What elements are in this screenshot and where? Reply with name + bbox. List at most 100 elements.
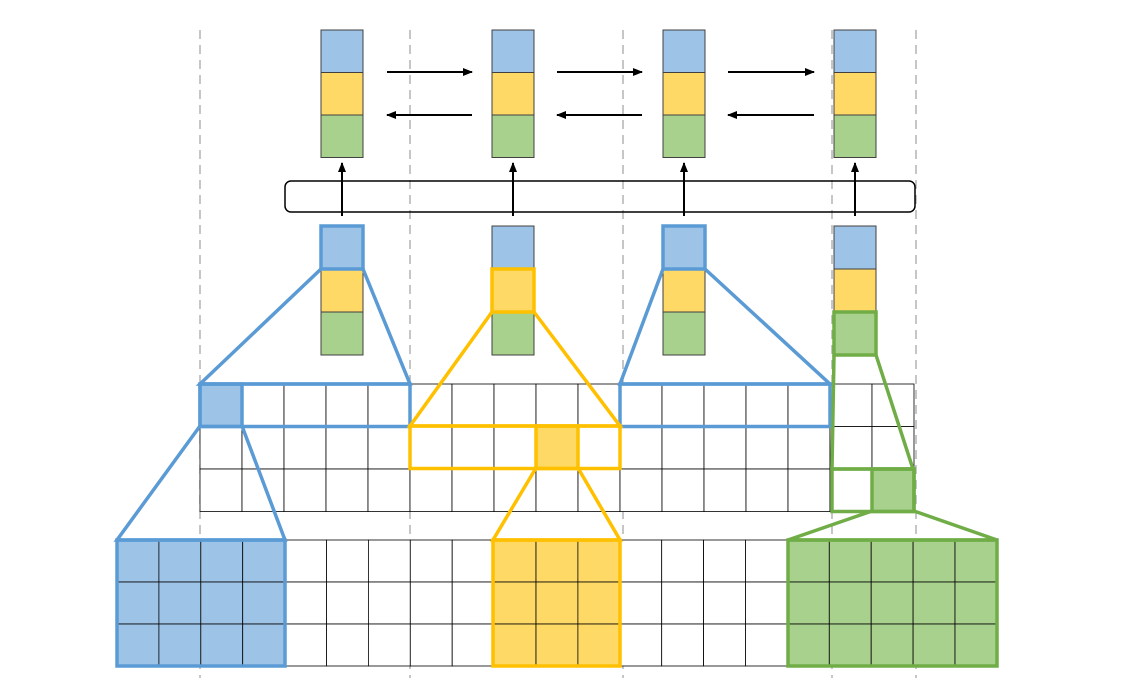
bottom-grid-cell-green xyxy=(954,623,998,667)
bottom-grid-cell xyxy=(451,539,495,583)
mid-highlight-yellow xyxy=(490,267,536,314)
bottom-grid-cell-green xyxy=(787,581,830,625)
bottom-grid-cell xyxy=(409,539,453,583)
highlights xyxy=(113,224,999,668)
middle-grid-cell xyxy=(367,383,411,427)
middle-grid-cell xyxy=(409,468,453,512)
top-vector xyxy=(320,29,364,158)
middle-grid-cell xyxy=(199,468,243,512)
arrows xyxy=(338,68,859,216)
vector-segment-yellow xyxy=(320,268,364,313)
cell-highlight-blue xyxy=(198,382,244,429)
aggregation-bar xyxy=(284,180,916,213)
mid-highlight-green xyxy=(832,310,878,357)
middle-grid-cell xyxy=(745,426,789,470)
bottom-grid-cell xyxy=(619,581,663,625)
middle-grid-cell xyxy=(409,426,453,470)
middle-grid-cell xyxy=(577,426,621,470)
top-vectors xyxy=(320,29,877,158)
mid-vector xyxy=(491,225,535,356)
bottom-grid-cell xyxy=(326,539,369,583)
bottom-grid-cell-blue xyxy=(242,623,285,667)
middle-grid-cell xyxy=(787,426,831,470)
vector-segment-blue xyxy=(662,225,706,270)
mid-vector xyxy=(662,225,706,356)
bottom-grid-cell-blue xyxy=(242,539,285,583)
middle-grid-cell xyxy=(535,383,579,427)
bottom-grid-cell-green xyxy=(870,539,914,583)
middle-grid-cell xyxy=(619,383,663,427)
middle-grid-cell xyxy=(325,383,369,427)
middle-grid-cell xyxy=(829,426,873,470)
middle-grid-cell-yellow xyxy=(535,426,579,470)
cell-highlight-green xyxy=(870,467,916,514)
middle-grid-cell xyxy=(367,426,411,470)
bottom-grid-cell xyxy=(284,539,327,583)
vector-segment-blue xyxy=(833,29,877,73)
bottom-grid-cell-green xyxy=(828,539,872,583)
bottom-grid-cell-yellow xyxy=(493,581,537,625)
bottom-grid-cell-blue xyxy=(158,539,202,583)
bottom-grid-cell-blue xyxy=(116,581,160,625)
vector-segment-green xyxy=(320,311,364,356)
bottom-grid-cell-blue xyxy=(200,623,244,667)
bottom-grid-cell-green xyxy=(787,623,830,667)
middle-grid-cell-blue xyxy=(199,383,243,427)
mid-vector xyxy=(320,225,364,356)
bottom-grid-cell-blue xyxy=(158,581,202,625)
projection-blue-1 xyxy=(195,267,413,386)
bottom-grid-cell xyxy=(703,623,746,667)
mid-vectors xyxy=(320,225,877,356)
bottom-grid-cell-green xyxy=(828,623,872,667)
vector-segment-green xyxy=(833,114,877,158)
bottom-grid-cell-yellow xyxy=(577,539,621,583)
bottom-grid-cell xyxy=(745,539,788,583)
vector-segment-yellow xyxy=(662,268,706,313)
projection-blue-3 xyxy=(617,267,835,386)
middle-grid-cell xyxy=(535,468,579,512)
middle-grid-cell xyxy=(493,426,537,470)
bottom-grid-cell-yellow xyxy=(535,539,579,583)
bottom-grid-cell xyxy=(619,623,663,667)
bottom-grid-cell xyxy=(661,539,705,583)
middle-grid-cell xyxy=(661,383,705,427)
middle-grid-cell xyxy=(787,383,831,427)
bottom-grid-cell-yellow xyxy=(577,581,621,625)
vector-segment-yellow xyxy=(491,72,535,116)
bottom-grid-cell xyxy=(661,623,705,667)
vector-segment-green xyxy=(662,114,706,158)
bottom-grid-cell-yellow xyxy=(493,539,537,583)
middle-grid-cell xyxy=(241,383,285,427)
bottom-highlight-green xyxy=(786,538,999,668)
middle-grid-cell xyxy=(661,426,705,470)
middle-grid-cell xyxy=(829,383,873,427)
bottom-grid-cell xyxy=(284,581,327,625)
middle-grid-cell xyxy=(241,468,285,512)
middle-grid-cell xyxy=(619,426,663,470)
mid-highlight-blue xyxy=(319,224,365,271)
top-vector xyxy=(833,29,877,158)
bottom-grid-cell xyxy=(409,581,453,625)
bottom-grid-cell xyxy=(284,623,327,667)
bottom-grid-cell-blue xyxy=(242,581,285,625)
row-highlight-blue-2 xyxy=(618,382,832,429)
middle-grid-cell xyxy=(283,383,327,427)
middle-grid-cell xyxy=(745,468,789,512)
top-vector xyxy=(491,29,535,158)
bottom-grid-cell xyxy=(703,581,746,625)
middle-grid-cell xyxy=(451,383,495,427)
row-highlight-yellow xyxy=(408,424,622,471)
middle-grid-cell xyxy=(619,468,663,512)
bottom-grid-cell-yellow xyxy=(535,581,579,625)
bottom-grid-cell-blue xyxy=(200,581,244,625)
bottom-grid-cell xyxy=(326,581,369,625)
bottom-grid-cell xyxy=(451,623,495,667)
bottom-grid-cell-green xyxy=(912,539,956,583)
vector-segment-yellow xyxy=(491,268,535,313)
bottom-grid-cell-yellow xyxy=(577,623,621,667)
vector-segment-green xyxy=(491,114,535,158)
bottom-grid-cell xyxy=(367,581,411,625)
bottom-grid-cell xyxy=(367,539,411,583)
bottom-highlight-blue xyxy=(115,538,287,668)
